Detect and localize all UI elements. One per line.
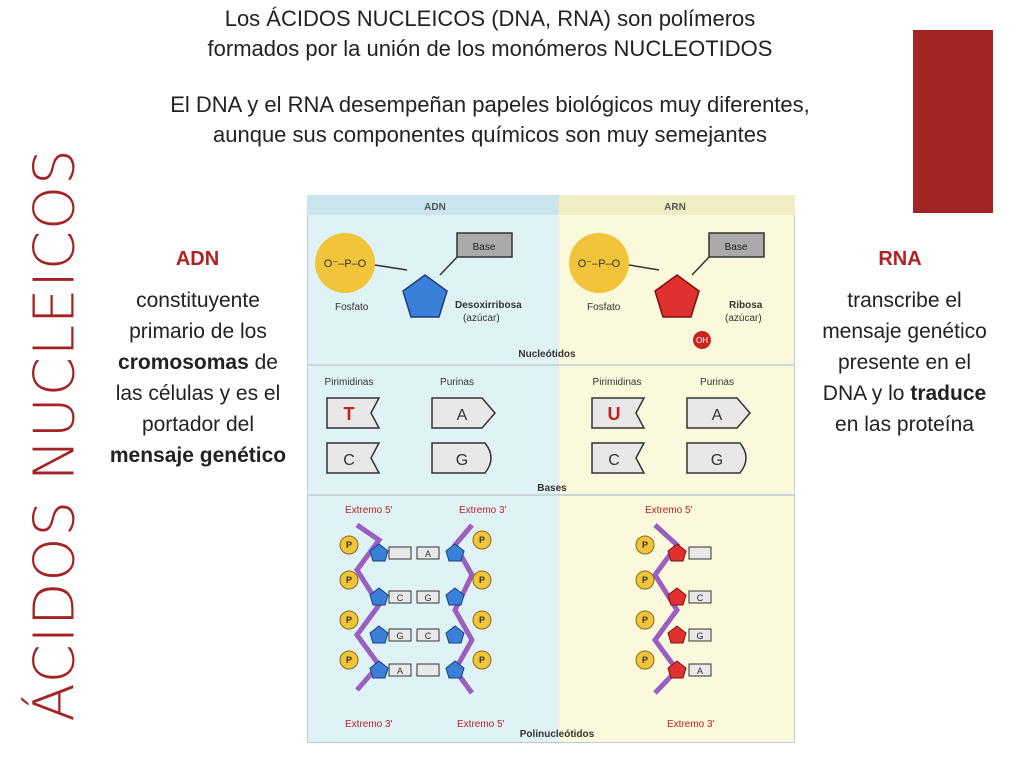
rna-guanine-shape	[686, 442, 747, 474]
rna-bold-traduce: traduce	[910, 382, 987, 405]
adn-title: ADN	[175, 248, 220, 270]
rna-adenine-shape	[686, 397, 751, 429]
dna-adenine-letter: A	[457, 407, 468, 424]
polinucleotidos-label: Polinucleótidos	[520, 729, 595, 740]
header-line-2: formados por la unión de los monómeros N…	[207, 36, 773, 61]
accent-bar	[913, 30, 993, 213]
dna-strand1-end5: Extremo 5'	[345, 505, 393, 516]
rna-title: RNA	[878, 248, 922, 270]
vertical-title-text: ÁCIDOS NUCLEICOS	[22, 148, 88, 722]
rna-strand-end3: Extremo 3'	[667, 719, 715, 730]
dna-cytosine-shape	[326, 442, 381, 474]
adn-text-2: de las células y es el portador del	[115, 351, 281, 436]
pair3-c: C	[425, 631, 432, 641]
rna-strand-end5: Extremo 5'	[645, 505, 693, 516]
oh-marker	[693, 331, 711, 349]
rna-unit3-g: G	[696, 631, 703, 641]
header-line-1: Los ÁCIDOS NUCLEICOS (DNA, RNA) son polí…	[224, 6, 756, 31]
rna-adenine-letter: A	[712, 407, 723, 424]
header: Los ÁCIDOS NUCLEICOS (DNA, RNA) son polí…	[90, 4, 890, 150]
dna-base-box	[456, 232, 513, 258]
rna-nucleotide: O⁻–P–O OH Base Fosfato Ribosa (azúcar)	[569, 232, 765, 349]
dna-strand2-end3: Extremo 3'	[459, 505, 507, 516]
svg-text:O⁻–P–O: O⁻–P–O	[578, 258, 621, 270]
rna-text-1: transcribe el mensaje genético presente …	[822, 289, 987, 405]
dna-purinas-label: Purinas	[440, 377, 474, 388]
rna-phosphate-label: Fosfato	[587, 302, 621, 313]
ribose-icon	[654, 274, 700, 318]
rna-phosphate-icon	[569, 233, 629, 293]
nucleotidos-label: Nucleótidos	[518, 349, 576, 360]
dna-strand1-end3: Extremo 3'	[345, 719, 393, 730]
header-line-4: aunque sus componentes químicos son muy …	[213, 122, 767, 147]
fig-col-adn: ADN	[424, 202, 446, 213]
rna-azucar-label: (azúcar)	[725, 313, 762, 324]
pair2-g: G	[424, 593, 431, 603]
ribosa-label: Ribosa	[729, 300, 763, 311]
adn-bold-cromosomas: cromosomas	[118, 351, 249, 374]
uracil-shape	[591, 397, 646, 429]
dna-strand2-end5: Extremo 5'	[457, 719, 505, 730]
nucleic-acid-figure: P ADN ARN O⁻–P–O Base Fosfato Desoxirrib…	[306, 194, 796, 744]
dna-cytosine-letter: C	[343, 452, 355, 469]
rna-guanine-letter: G	[711, 452, 723, 469]
adn-description: constituyente primario de los cromosomas…	[107, 285, 289, 471]
dna-guanine-shape	[431, 442, 492, 474]
bases-section: Pirimidinas Purinas Pirimidinas Purinas …	[325, 377, 751, 494]
rna-oh-label: OH	[696, 336, 708, 345]
adn-bold-mensaje: mensaje genético	[109, 444, 287, 467]
svg-text:O⁻–P–O: O⁻–P–O	[324, 258, 367, 270]
deoxyribose-icon	[402, 274, 448, 318]
adn-text-1: constituyente primario de los	[129, 289, 267, 343]
uracil-letter: U	[608, 404, 621, 424]
rna-cytosine-shape	[591, 442, 646, 474]
dna-nucleotide: O⁻–P–O Base Fosfato Desoxirribosa (azúca…	[315, 232, 522, 324]
rna-cytosine-letter: C	[608, 452, 620, 469]
pair3-g: G	[396, 631, 403, 641]
desoxirribosa-label: Desoxirribosa	[455, 300, 522, 311]
header-line-3: El DNA y el RNA desempeñan papeles bioló…	[170, 92, 810, 117]
bases-label: Bases	[537, 483, 567, 494]
pair2-c: C	[397, 593, 404, 603]
dna-azucar-label: (azúcar)	[463, 313, 500, 324]
polynucleotides-section: Extremo 5' Extremo 3' Extremo 5' A C G G…	[339, 505, 715, 740]
rna-unit4-a: A	[697, 666, 703, 676]
rna-pirimidinas-label: Pirimidinas	[593, 377, 642, 388]
rna-unit2-c: C	[697, 593, 704, 603]
pair4-a: A	[397, 666, 403, 676]
rna-purinas-label: Purinas	[700, 377, 734, 388]
rna-base-box	[708, 232, 765, 258]
dna-base-label: Base	[473, 242, 496, 253]
pair1-a: A	[425, 549, 431, 559]
rna-text-2: en las proteína	[835, 413, 974, 436]
thymine-shape	[326, 397, 381, 429]
rna-description: transcribe el mensaje genético presente …	[822, 285, 987, 440]
dna-guanine-letter: G	[456, 452, 468, 469]
rna-base-label: Base	[725, 242, 748, 253]
dna-phosphate-label: Fosfato	[335, 302, 369, 313]
dna-pirimidinas-label: Pirimidinas	[325, 377, 374, 388]
dna-phosphate-icon	[315, 233, 375, 293]
fig-col-arn: ARN	[664, 202, 686, 213]
dna-adenine-shape	[431, 397, 496, 429]
thymine-letter: T	[344, 404, 355, 424]
